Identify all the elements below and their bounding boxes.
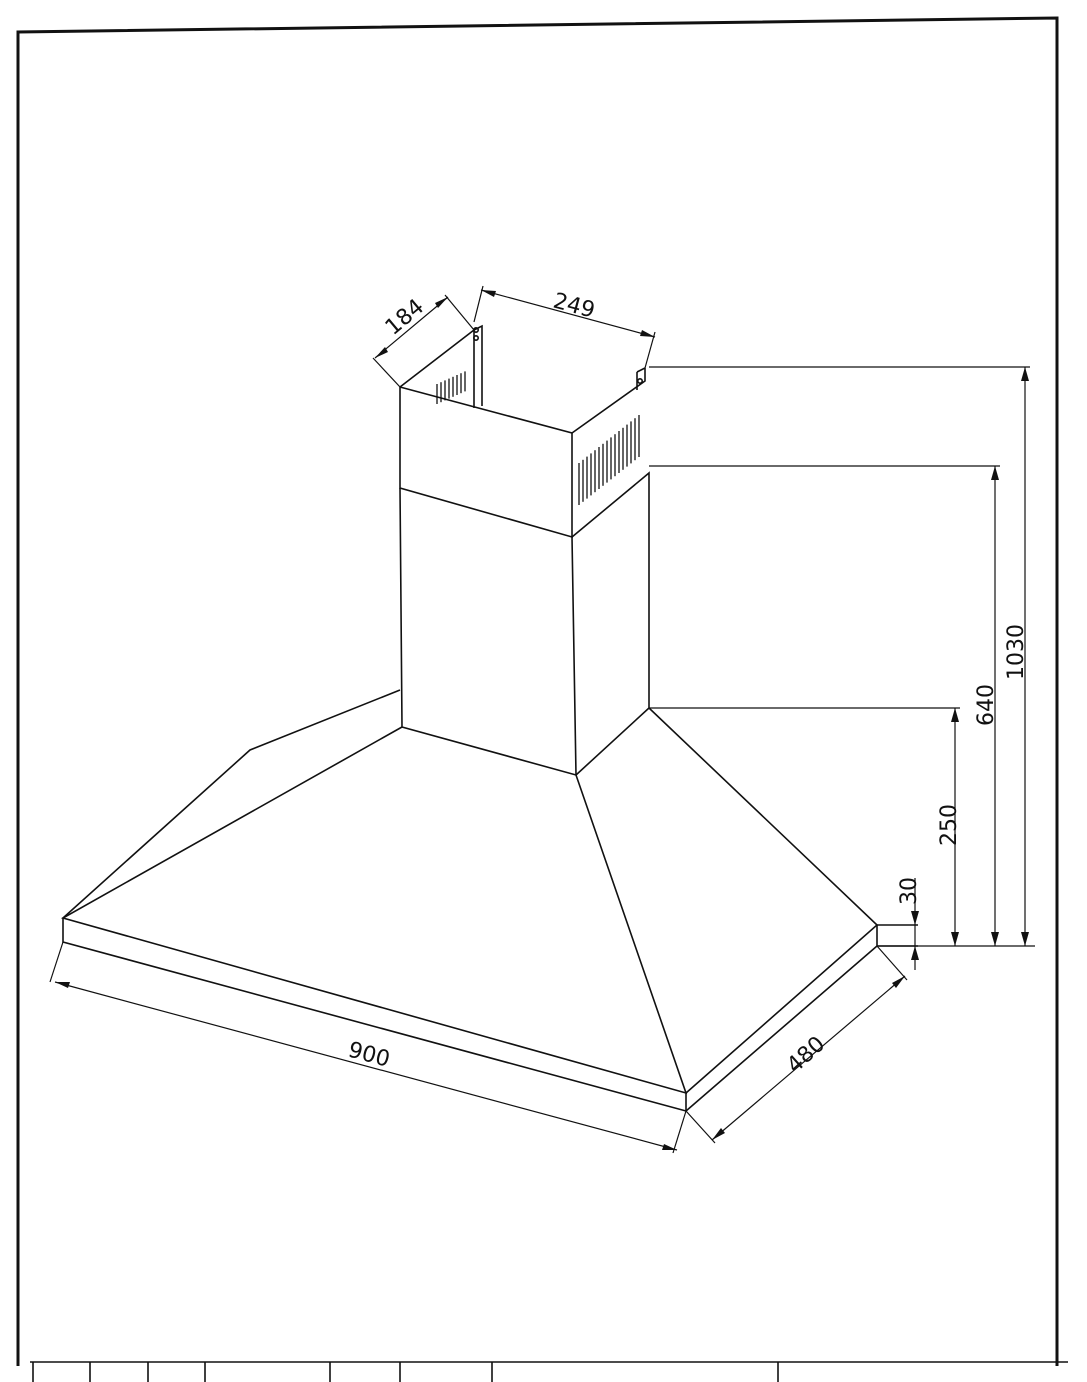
- dim-height-rim-label: 30: [897, 877, 922, 905]
- dim-side-depth: 480: [685, 945, 908, 1144]
- canopy-hood: [60, 689, 918, 1113]
- dim-duct-width: 249: [473, 285, 656, 369]
- dim-height-total-label: 1030: [1004, 624, 1029, 680]
- dim-front-width-label: 900: [345, 1038, 392, 1073]
- chimney-duct: [399, 324, 650, 777]
- drawing-frame: [16, 16, 1059, 1366]
- dim-height-canopy-label: 250: [937, 804, 962, 846]
- dim-front-width: 900: [49, 941, 687, 1154]
- dim-height-duct-label: 640: [974, 684, 999, 726]
- title-block-strip: [30, 1361, 1068, 1382]
- vent-slots-right: [578, 415, 640, 505]
- dim-heights: 1030 640 250 30: [649, 366, 1035, 970]
- dim-side-depth-label: 480: [782, 1032, 830, 1079]
- vent-slots-left: [436, 371, 466, 404]
- dim-duct-width-label: 249: [550, 289, 597, 324]
- dim-duct-depth-label: 184: [381, 294, 429, 340]
